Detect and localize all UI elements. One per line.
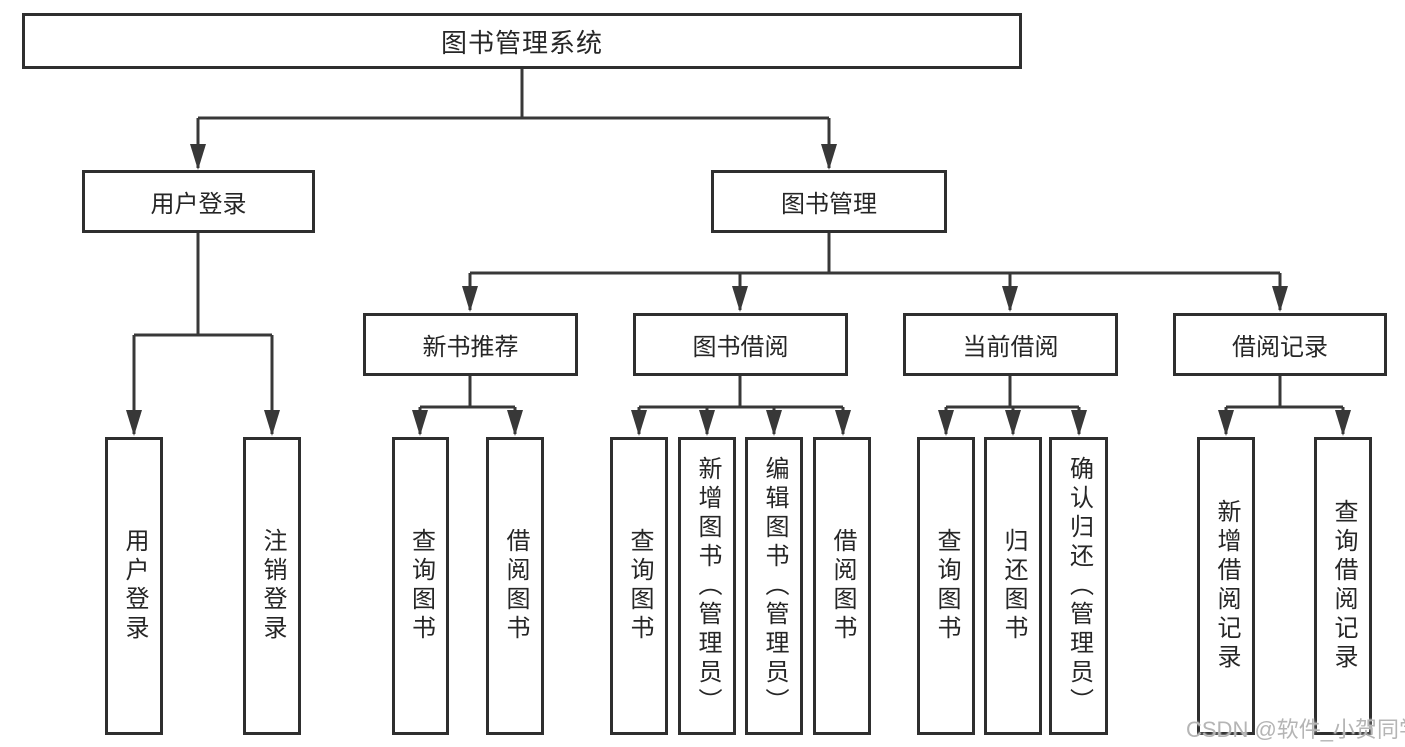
node-root: 图书管理系统 — [22, 13, 1022, 69]
watermark: CSDN @软件_小贺同学 — [1186, 717, 1405, 742]
node-book-management-label: 图书管理 — [781, 191, 877, 218]
leaf-query-books-borrowing: 查询图书 — [610, 437, 668, 735]
leaf-add-books-admin-label: 新增图书（管理员） — [694, 455, 721, 717]
leaf-add-borrow-record-label: 新增借阅记录 — [1213, 499, 1240, 673]
leaf-query-books-recommend: 查询图书 — [392, 437, 449, 735]
node-root-label: 图书管理系统 — [440, 27, 603, 58]
node-new-book-recommend: 新书推荐 — [363, 313, 578, 376]
node-user-login-label: 用户登录 — [150, 191, 247, 218]
leaf-query-books-recommend-label: 查询图书 — [407, 528, 435, 644]
leaf-borrow-books: 借阅图书 — [813, 437, 871, 735]
leaf-edit-books-admin-label: 编辑图书（管理员） — [761, 455, 788, 717]
leaf-add-books-admin: 新增图书（管理员） — [678, 437, 736, 735]
leaf-return-books-label: 归还图书 — [1000, 528, 1027, 644]
node-current-borrowing-label: 当前借阅 — [962, 334, 1059, 361]
leaf-query-books-current-label: 查询图书 — [933, 528, 960, 644]
leaf-user-login: 用户登录 — [105, 437, 163, 735]
leaf-borrow-books-recommend-label: 借阅图书 — [502, 528, 529, 644]
node-borrowing-records: 借阅记录 — [1173, 313, 1387, 376]
connector-book-borrowing — [639, 376, 843, 409]
leaf-query-borrow-record-label: 查询借阅记录 — [1330, 499, 1357, 673]
leaf-query-books-current: 查询图书 — [917, 437, 975, 735]
leaf-borrow-books-label: 借阅图书 — [829, 528, 856, 644]
node-user-login: 用户登录 — [82, 170, 315, 233]
leaf-logout: 注销登录 — [243, 437, 301, 735]
leaf-edit-books-admin: 编辑图书（管理员） — [745, 437, 803, 735]
node-current-borrowing: 当前借阅 — [903, 313, 1118, 376]
connector-book-management — [470, 233, 1280, 275]
connector-current-borrowing — [946, 376, 1079, 409]
node-book-borrowing: 图书借阅 — [633, 313, 848, 376]
leaf-logout-label: 注销登录 — [259, 528, 286, 644]
connector-root — [198, 69, 829, 120]
leaf-query-books-borrowing-label: 查询图书 — [626, 528, 653, 644]
leaf-borrow-books-recommend: 借阅图书 — [486, 437, 544, 735]
connector-new-book — [420, 376, 515, 409]
leaf-confirm-return-admin-label: 确认归还（管理员） — [1065, 455, 1093, 717]
leaf-query-borrow-record: 查询借阅记录 — [1314, 437, 1372, 735]
leaf-return-books: 归还图书 — [984, 437, 1042, 735]
leaf-add-borrow-record: 新增借阅记录 — [1197, 437, 1255, 735]
node-book-management: 图书管理 — [711, 170, 947, 233]
node-new-book-recommend-label: 新书推荐 — [422, 334, 519, 361]
connector-user-login — [134, 233, 272, 337]
leaf-confirm-return-admin: 确认归还（管理员） — [1049, 437, 1108, 735]
node-borrowing-records-label: 借阅记录 — [1232, 334, 1328, 361]
node-book-borrowing-label: 图书借阅 — [692, 334, 789, 361]
connector-borrowing-records — [1226, 376, 1343, 409]
leaf-user-login-label: 用户登录 — [121, 528, 148, 644]
